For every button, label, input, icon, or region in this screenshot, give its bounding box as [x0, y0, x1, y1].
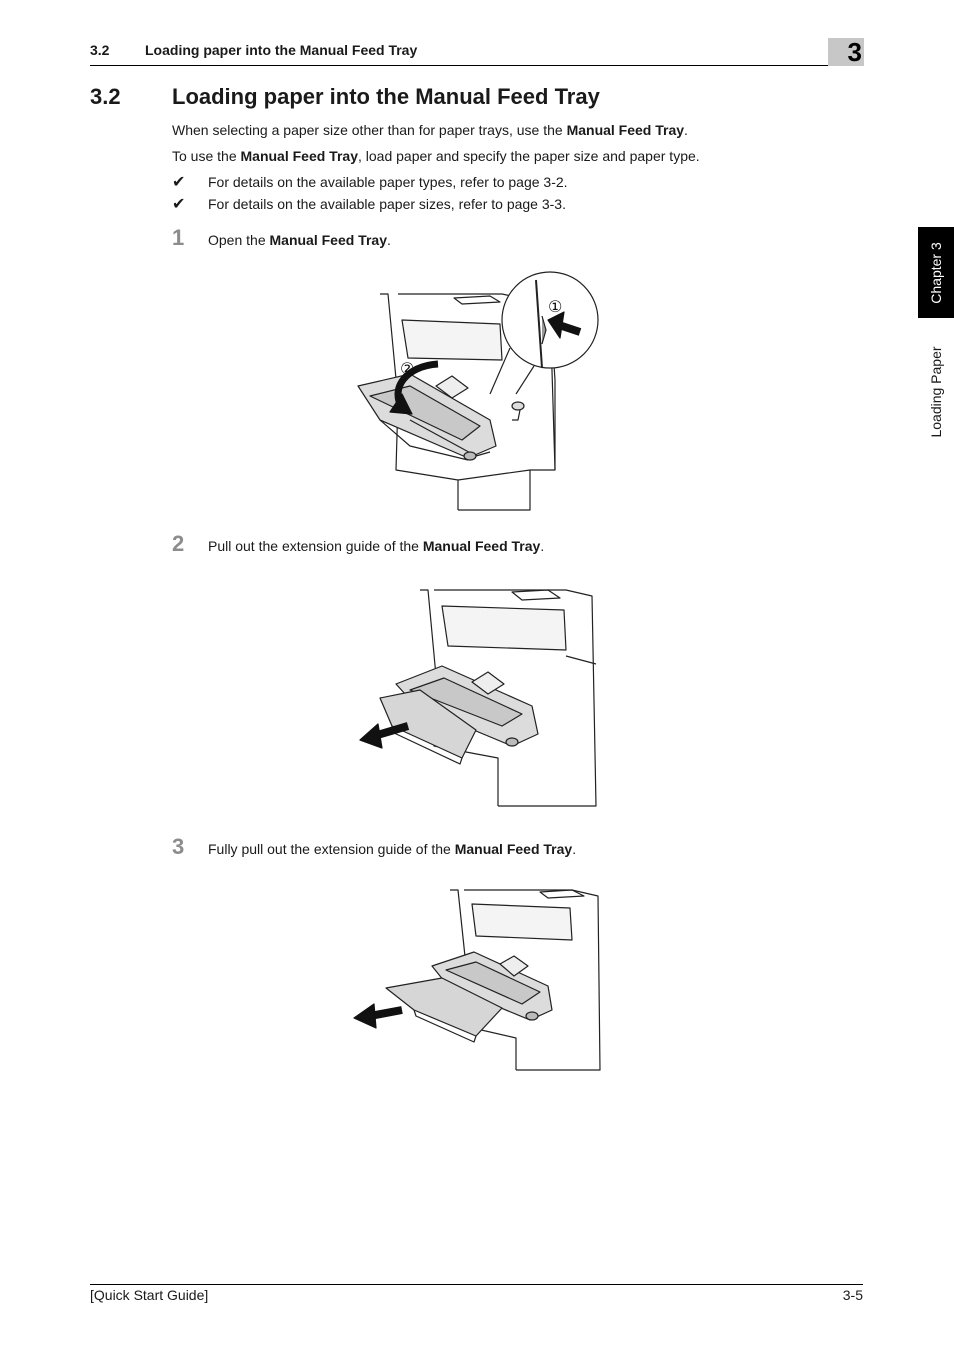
illustration-pull-extension-guide: [359, 589, 597, 807]
footer-rule: [90, 1284, 863, 1285]
chapter-badge: 3: [828, 37, 864, 67]
header-rule: [90, 65, 863, 66]
section-title: Loading paper into the Manual Feed Tray: [172, 84, 600, 109]
check-item-paper-sizes: For details on the available paper sizes…: [208, 196, 566, 212]
step-3-text: Fully pull out the extension guide of th…: [208, 841, 577, 857]
footer-guide-title: [Quick Start Guide]: [90, 1287, 209, 1303]
intro-paragraph-1: When selecting a paper size other than f…: [172, 122, 688, 138]
chapter-side-tab-label: Chapter 3: [928, 241, 944, 304]
step-2-text: Pull out the extension guide of the Manu…: [208, 538, 545, 554]
step-3-number: 3: [172, 834, 185, 859]
section-number: 3.2: [90, 84, 121, 109]
check-item-paper-types: For details on the available paper types…: [208, 174, 568, 190]
chapter-side-tab[interactable]: Chapter 3: [918, 227, 954, 318]
intro-paragraph-2: To use the Manual Feed Tray, load paper …: [172, 148, 700, 164]
illustration-fully-pull-extension-guide: [353, 889, 601, 1071]
check-icon: ✔: [172, 196, 186, 213]
header-section-number: 3.2: [90, 42, 110, 58]
step-2-number: 2: [172, 531, 185, 556]
topic-side-label: Loading Paper: [928, 346, 944, 438]
check-icon: ✔: [172, 174, 186, 191]
header-section-title: Loading paper into the Manual Feed Tray: [145, 42, 418, 58]
illustration-open-manual-feed-tray: ① ②: [357, 271, 599, 511]
chapter-number: 3: [847, 37, 862, 67]
callout-2-label: ②: [400, 359, 414, 378]
step-1-number: 1: [172, 225, 185, 250]
step-1-text: Open the Manual Feed Tray.: [208, 232, 391, 248]
footer-page-number: 3-5: [842, 1287, 863, 1303]
callout-1-label: ①: [548, 297, 562, 316]
